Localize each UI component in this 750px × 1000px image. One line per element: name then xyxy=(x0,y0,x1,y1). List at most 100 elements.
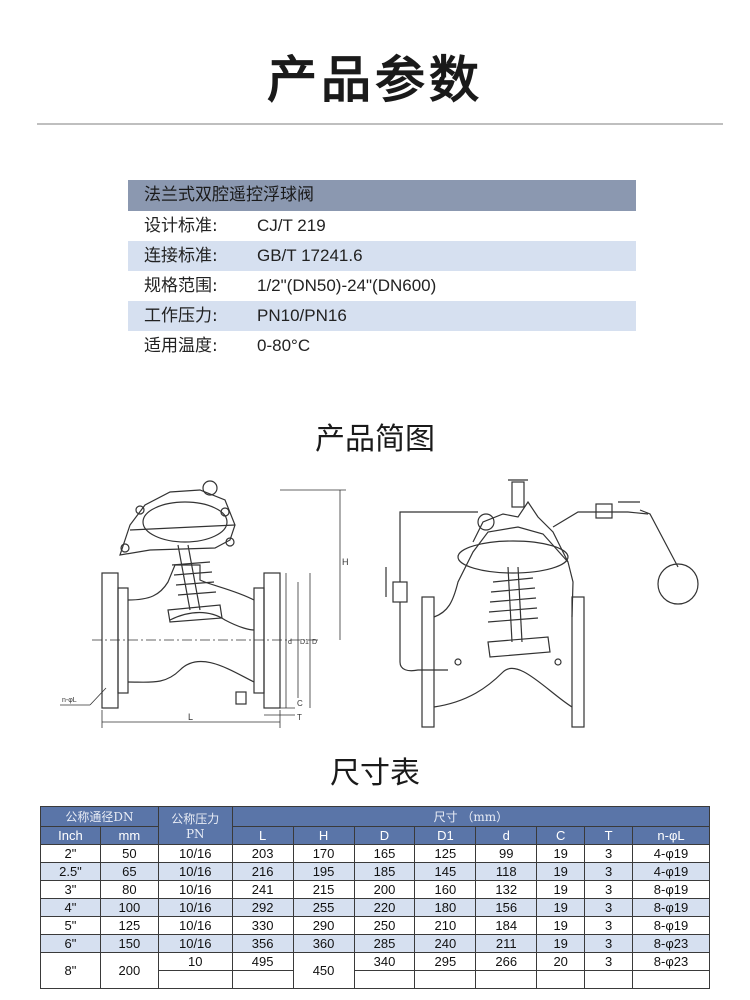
cell-d1: 125 xyxy=(414,844,477,863)
cell-pn: 10/16 xyxy=(157,898,233,917)
cell-h: 290 xyxy=(292,916,355,935)
cell-d-outer: 285 xyxy=(353,934,416,953)
cell-d: 156 xyxy=(475,898,538,917)
header-col: D1 xyxy=(414,826,477,845)
header-dn: 公称通径DN xyxy=(40,806,159,827)
cell-pn: 10/16 xyxy=(157,880,233,899)
cell-d-outer: 220 xyxy=(353,898,416,917)
cell-bolt-holes: 8-φ19 xyxy=(632,916,710,935)
cell-d: 266 xyxy=(475,952,538,971)
cell-d: 118 xyxy=(475,862,538,881)
header-col: D xyxy=(353,826,416,845)
header-col: T xyxy=(584,826,634,845)
cell-mm: 150 xyxy=(99,934,159,953)
cell-inch: 2" xyxy=(40,844,101,863)
cell-pn: 10/16 xyxy=(157,916,233,935)
spec-heading: 法兰式双腔遥控浮球阀 xyxy=(128,180,636,211)
cell-h: 170 xyxy=(292,844,355,863)
cell-l: 495 xyxy=(231,952,294,971)
header-pn-label: 公称压力 xyxy=(171,812,220,826)
spec-label: 连接标准: xyxy=(144,246,218,266)
cell-mm: 80 xyxy=(99,880,159,899)
cell-d-outer: 340 xyxy=(353,952,416,971)
cell-bolt-holes: 8-φ23 xyxy=(632,952,710,971)
cell-pn: 10/16 xyxy=(157,862,233,881)
cell-t: 3 xyxy=(584,880,634,899)
dim-label-d-outer: D xyxy=(312,639,317,646)
cell-d1: 180 xyxy=(414,898,477,917)
cell-bolt-holes xyxy=(632,970,710,989)
table-header-row: Inch mm L H D D1 d C T n-φL xyxy=(40,826,710,845)
spec-row: 规格范围: 1/2"(DN50)-24"(DN600) xyxy=(128,271,636,301)
cell-mm: 50 xyxy=(99,844,159,863)
cell-l: 203 xyxy=(231,844,294,863)
dim-label-l: L xyxy=(188,712,193,722)
cell-c: 19 xyxy=(536,862,586,881)
cell-pn: 10 xyxy=(157,952,233,971)
cell-t: 3 xyxy=(584,862,634,881)
cell-c: 20 xyxy=(536,952,586,971)
cell-mm: 200 xyxy=(99,952,159,989)
dim-label-bolt-holes: n-φL xyxy=(62,697,77,704)
cell-d xyxy=(475,970,538,989)
spec-row: 适用温度: 0-80°C xyxy=(128,331,636,361)
cell-c: 19 xyxy=(536,916,586,935)
spec-table: 法兰式双腔遥控浮球阀 设计标准: CJ/T 219 连接标准: GB/T 172… xyxy=(128,180,636,361)
dim-label-d1: D1 xyxy=(300,639,309,646)
cell-d-outer: 165 xyxy=(353,844,416,863)
spec-label: 工作压力: xyxy=(144,306,218,326)
cell-inch: 4" xyxy=(40,898,101,917)
cell-mm: 125 xyxy=(99,916,159,935)
header-col: H xyxy=(292,826,355,845)
spec-row: 连接标准: GB/T 17241.6 xyxy=(128,241,636,271)
cell-d-outer: 250 xyxy=(353,916,416,935)
cell-l: 356 xyxy=(231,934,294,953)
cell-pn: 10/16 xyxy=(157,934,233,953)
cell-d1: 240 xyxy=(414,934,477,953)
spec-value: 1/2"(DN50)-24"(DN600) xyxy=(257,276,437,295)
cell-bolt-holes: 8-φ19 xyxy=(632,880,710,899)
cell-h: 450 xyxy=(292,952,355,989)
cell-d-outer: 185 xyxy=(353,862,416,881)
cell-h: 195 xyxy=(292,862,355,881)
spec-value: PN10/PN16 xyxy=(257,306,347,325)
header-col: L xyxy=(231,826,294,845)
cell-inch: 5" xyxy=(40,916,101,935)
cell-c: 19 xyxy=(536,898,586,917)
cell-d-outer xyxy=(353,970,416,989)
cell-t: 3 xyxy=(584,934,634,953)
cell-l: 330 xyxy=(231,916,294,935)
cell-d1: 210 xyxy=(414,916,477,935)
dim-label-t: T xyxy=(297,713,302,722)
cell-d1: 295 xyxy=(414,952,477,971)
cell-bolt-holes: 4-φ19 xyxy=(632,862,710,881)
cell-bolt-holes: 8-φ19 xyxy=(632,898,710,917)
cell-c xyxy=(536,970,586,989)
diagram-title: 产品简图 xyxy=(315,422,435,457)
cell-inch: 3" xyxy=(40,880,101,899)
cell-t: 3 xyxy=(584,916,634,935)
cell-c: 19 xyxy=(536,934,586,953)
cell-t xyxy=(584,970,634,989)
title-divider xyxy=(37,123,723,125)
spec-row: 设计标准: CJ/T 219 xyxy=(128,211,636,241)
header-size: 尺寸 （mm） xyxy=(231,806,711,827)
header-pn-sub: PN xyxy=(185,827,205,841)
cell-h: 255 xyxy=(292,898,355,917)
cell-d: 132 xyxy=(475,880,538,899)
cell-l xyxy=(231,970,294,989)
cell-d-outer: 200 xyxy=(353,880,416,899)
cell-d: 211 xyxy=(475,934,538,953)
cell-mm: 65 xyxy=(99,862,159,881)
cell-inch: 8" xyxy=(40,952,101,989)
header-col: d xyxy=(475,826,538,845)
table-row xyxy=(41,970,710,989)
spec-value: CJ/T 219 xyxy=(257,216,326,235)
